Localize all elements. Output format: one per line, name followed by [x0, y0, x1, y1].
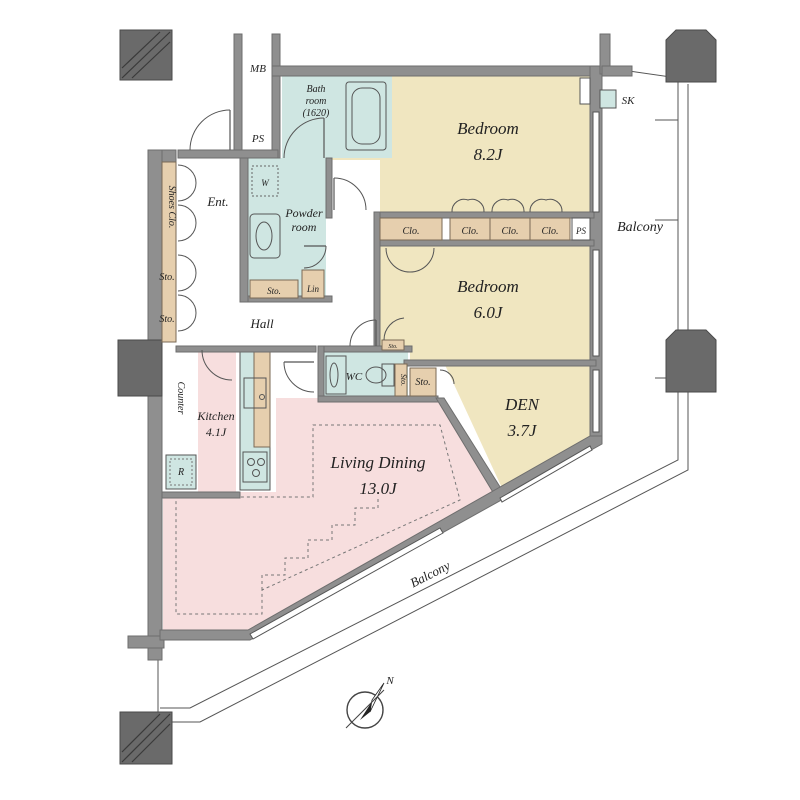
- powder-line2: room: [292, 220, 317, 234]
- bedroom-8-2-floor: [330, 74, 592, 215]
- compass-icon: [345, 682, 385, 729]
- bath-line2: room: [306, 96, 327, 107]
- lin-label: Lin: [306, 284, 320, 294]
- mb-label: MB: [249, 63, 266, 75]
- closets: [161, 77, 617, 397]
- sto-2-label: Sto.: [159, 314, 174, 325]
- den-name: DEN: [504, 395, 541, 414]
- ps-right-label: PS: [575, 226, 586, 236]
- bath-line1: Bath: [307, 84, 326, 95]
- clo-3-label: Clo.: [502, 226, 519, 237]
- clo-1-label: Clo.: [403, 226, 420, 237]
- bedroom2-size: 6.0J: [474, 303, 504, 322]
- windows: [249, 111, 600, 640]
- bedroom-6-0-floor: [380, 240, 592, 362]
- powder-floor: [248, 158, 326, 300]
- bath-fixtures: [249, 81, 408, 397]
- hall-label: Hall: [249, 316, 274, 331]
- kitchen-size: 4.1J: [206, 425, 227, 439]
- sto-bed2-label: Sto.: [388, 344, 397, 350]
- clo-2-label: Clo.: [462, 226, 479, 237]
- ceiling-outline: [175, 424, 461, 615]
- living-dining-floor: [163, 350, 497, 632]
- balcony-bottom-label: Balcony: [408, 558, 453, 591]
- balcony-right-label: Balcony: [617, 220, 664, 235]
- bedroom1-size: 8.2J: [474, 145, 504, 164]
- sto-den-label: Sto.: [415, 377, 430, 388]
- ceiling-steps: [261, 498, 379, 590]
- den-size: 3.7J: [507, 421, 538, 440]
- wc-label: WC: [346, 371, 363, 383]
- counter-label: Counter: [175, 382, 186, 415]
- bedroom1-name: Bedroom: [457, 119, 519, 138]
- sto-1-label: Sto.: [159, 272, 174, 283]
- shoes-closet-label: Shoes Clo.: [166, 186, 177, 229]
- compass-n-label: N: [385, 675, 394, 687]
- ps-top-label: PS: [251, 133, 265, 145]
- living-size: 13.0J: [359, 479, 398, 498]
- powder-line1: Powder: [284, 206, 323, 220]
- r-label: R: [177, 467, 184, 478]
- walls: [127, 33, 633, 661]
- sto-powder-label: Sto.: [267, 286, 281, 296]
- bath-line3: (1620): [303, 108, 330, 119]
- doors: [177, 109, 563, 393]
- sto-wc-label: Sto.: [399, 374, 408, 386]
- columns: [117, 29, 717, 765]
- entrance-label: Ent.: [206, 194, 228, 209]
- clo-4-label: Clo.: [542, 226, 559, 237]
- w-label: W: [261, 178, 270, 188]
- sk-label: SK: [622, 95, 636, 107]
- kitchen-name: Kitchen: [196, 409, 234, 423]
- bedroom2-name: Bedroom: [457, 277, 519, 296]
- living-name: Living Dining: [330, 453, 426, 472]
